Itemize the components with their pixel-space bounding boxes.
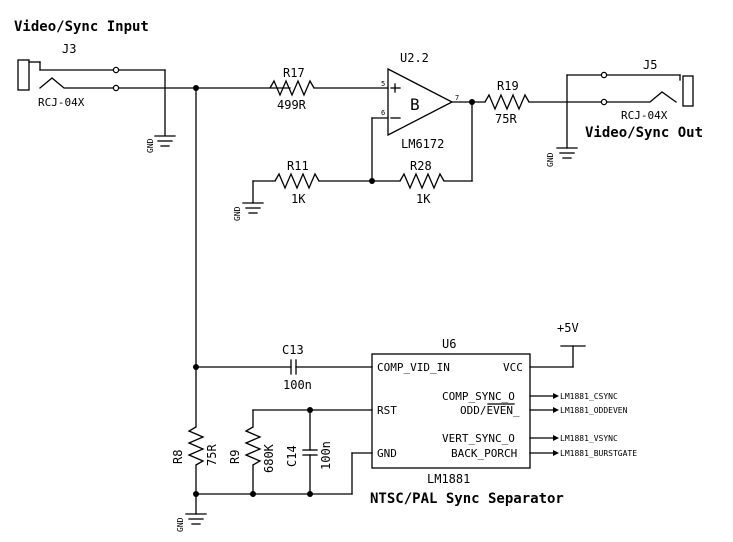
u6-pin-vert-sync-o: VERT_SYNC_O	[442, 432, 515, 445]
r11-resistor	[274, 172, 320, 190]
opamp-unit: B	[410, 95, 420, 114]
u6-pin-back-porch: BACK_PORCH	[451, 447, 517, 460]
u6-ref: U6	[442, 337, 456, 351]
net-vsync: LM1881_VSYNC	[560, 434, 618, 443]
r19-value: 75R	[495, 112, 517, 126]
opamp-pin-minus: 6	[381, 109, 385, 117]
u6-pin-comp-sync-o: COMP_SYNC_O	[442, 390, 515, 403]
u6-pin-rst: RST	[377, 404, 397, 417]
vcc-label: +5V	[557, 321, 579, 335]
junction-dot	[250, 491, 256, 497]
r9-ref: R9	[228, 450, 242, 464]
r9-value: 680K	[262, 443, 276, 473]
ground-symbol	[185, 513, 207, 525]
u6-pin-gnd: GND	[377, 447, 397, 460]
junction-dot	[307, 491, 313, 497]
r17-value: 499R	[277, 98, 307, 112]
gnd-label: GND	[546, 152, 555, 167]
u6-pin-odd-even: ODD/EVEN_	[460, 404, 520, 417]
j5-connector	[566, 71, 694, 149]
u6-pin-vcc: VCC	[503, 361, 523, 374]
u6-part: LM1881	[427, 472, 470, 486]
r8-resistor	[187, 426, 205, 466]
r28-value: 1K	[416, 192, 431, 206]
r17-ref: R17	[283, 66, 305, 80]
output-nets	[529, 393, 559, 456]
c13-ref: C13	[282, 343, 304, 357]
c13-capacitor	[290, 359, 297, 375]
ground-symbol	[242, 202, 264, 214]
j5-value: RCJ-04X	[621, 109, 668, 122]
j3-connector	[17, 59, 291, 136]
separator-title: NTSC/PAL Sync Separator	[370, 491, 564, 507]
ground-symbol	[154, 135, 176, 147]
c14-capacitor	[302, 449, 318, 456]
r19-resistor	[484, 93, 530, 111]
gnd-label: GND	[146, 138, 155, 153]
junction-dot	[193, 491, 199, 497]
j3-value: RCJ-04X	[38, 96, 85, 109]
r28-resistor	[399, 172, 445, 190]
net-burstgate: LM1881_BURSTGATE	[560, 449, 637, 458]
r8-value: 75R	[205, 444, 219, 466]
opamp-pin-out: 7	[455, 94, 459, 102]
j3-ref: J3	[62, 42, 76, 56]
opamp-u2	[387, 67, 454, 137]
c13-value: 100n	[283, 378, 312, 392]
u6-ic	[371, 353, 531, 469]
opamp-ref: U2.2	[400, 51, 429, 65]
gnd-label: GND	[233, 206, 242, 221]
ground-symbol	[556, 147, 578, 159]
output-title: Video/Sync Out	[585, 125, 703, 141]
opamp-part: LM6172	[401, 137, 444, 151]
r17-resistor	[269, 79, 315, 97]
gnd-label: GND	[176, 517, 185, 532]
input-title: Video/Sync Input	[14, 19, 149, 35]
net-csync: LM1881_CSYNC	[560, 392, 618, 401]
r19-ref: R19	[497, 79, 519, 93]
c14-ref: C14	[285, 445, 299, 467]
j5-ref: J5	[643, 58, 657, 72]
r11-value: 1K	[291, 192, 306, 206]
r28-ref: R28	[410, 159, 432, 173]
r9-resistor	[244, 426, 262, 466]
r8-ref: R8	[171, 450, 185, 464]
net-oddeven: LM1881_ODDEVEN	[560, 406, 628, 415]
opamp-pin-plus: 5	[381, 80, 385, 88]
c14-value: 100n	[319, 441, 333, 470]
r11-ref: R11	[287, 159, 309, 173]
u6-pin-comp-vid-in: COMP_VID_IN	[377, 361, 450, 374]
